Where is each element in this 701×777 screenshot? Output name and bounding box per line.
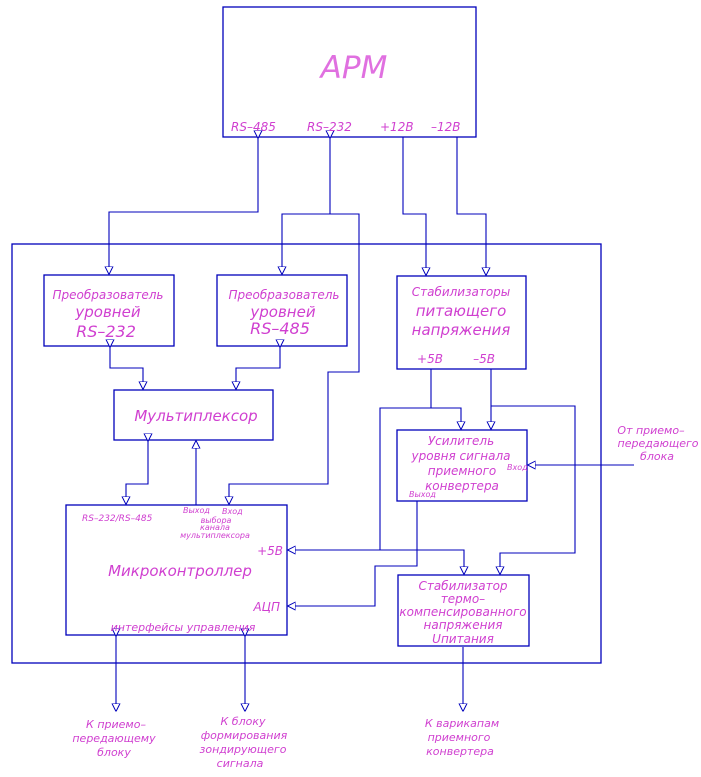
stabilizers-line2: питающего <box>416 302 507 320</box>
to-varicaps-line2: приемного <box>428 731 491 744</box>
from-transceiver-line3: блока <box>640 450 674 463</box>
link-minus12v <box>456 137 486 275</box>
microcontroller-rs-port: RS–232/RS–485 <box>82 514 153 524</box>
microcontroller-select-desc1: выбора <box>201 516 232 525</box>
arm-title: АРМ <box>319 50 388 86</box>
link-multiplexer-microcontroller-data <box>126 441 148 504</box>
from-transceiver-line1: От приемо– <box>617 424 685 437</box>
microcontroller-in-port: Вход <box>222 507 243 516</box>
amplifier-line1: Усилитель <box>428 434 494 448</box>
voltage-stabilizers-block <box>396 275 527 370</box>
from-transceiver-line2: передающего <box>618 437 699 450</box>
thermostab-line1: Стабилизатор <box>418 579 507 593</box>
link-arm-rs232-to-rs485-converter <box>282 138 330 274</box>
thermostab-line4: напряжения <box>424 618 503 632</box>
rs232-converter-line3: RS–232 <box>76 322 136 341</box>
thermo-stabilizer-block <box>397 574 530 647</box>
rs485-converter-line3: RS–485 <box>250 319 310 338</box>
stabilizers-out-minus5v: –5В <box>473 352 495 366</box>
to-varicaps-line3: конвертера <box>426 745 494 758</box>
amplifier-line3: приемного <box>428 464 497 478</box>
thermostab-line5: Uпитания <box>432 632 494 646</box>
stabilizers-line3: напряжения <box>412 321 511 339</box>
thermostab-line3: компенсированного <box>399 605 526 619</box>
arm-port-rs485: RS–485 <box>231 120 276 134</box>
microcontroller-title: Микроконтроллер <box>108 562 252 580</box>
microcontroller-adc-port: АЦП <box>252 600 280 614</box>
link-rs485-converter-multiplexer <box>236 347 280 389</box>
amplifier-line4: конвертера <box>425 479 499 493</box>
link-rs232-converter-multiplexer <box>110 347 143 389</box>
microcontroller-select-desc3: мультиплексора <box>180 531 250 540</box>
link-plus12v <box>402 137 426 275</box>
microcontroller-control-port: интерфейсы управления <box>111 621 256 634</box>
arm-port-rs232: RS–232 <box>307 120 352 134</box>
link-minus5v-to-thermostabilizer <box>491 405 576 574</box>
amplifier-output-label: Выход <box>409 490 436 499</box>
to-sounding-line3: зондирующего <box>200 743 287 756</box>
microcontroller-select-desc2: канала <box>200 523 230 532</box>
rs232-converter-line2: уровней <box>74 303 140 321</box>
arm-block <box>222 6 477 138</box>
microcontroller-block <box>65 504 288 636</box>
link-plus5v-to-microcontroller <box>288 407 431 550</box>
arm-port-minus12v: –12В <box>431 120 461 134</box>
amplifier-input-label: Вход <box>507 463 528 472</box>
to-sounding-line4: сигнала <box>217 757 264 770</box>
connections <box>109 137 634 711</box>
rs232-converter-line1: Преобразователь <box>53 288 164 302</box>
rs232-converter-block <box>43 274 175 347</box>
link-arm-rs232-to-microcontroller <box>229 213 360 504</box>
amplifier-line2: уровня сигнала <box>411 449 511 463</box>
to-sounding-line2: формирования <box>201 729 288 742</box>
thermostab-line2: термо– <box>441 592 485 606</box>
to-transceiver-line1: К приемо– <box>86 718 146 731</box>
multiplexer-title: Мультиплексор <box>134 407 257 425</box>
stabilizers-out-plus5v: +5В <box>417 352 443 366</box>
link-plus5v-to-amplifier <box>430 369 461 429</box>
microcontroller-out-port: Выход <box>183 506 210 515</box>
to-transceiver-line2: передающему <box>72 732 156 745</box>
microcontroller-plus5v-port: +5В <box>257 544 283 558</box>
rs485-converter-block <box>216 274 348 347</box>
to-transceiver-line3: блоку <box>97 746 131 759</box>
stabilizers-line1: Стабилизаторы <box>412 285 511 299</box>
multiplexer-block <box>113 389 274 441</box>
arm-port-plus12v: +12В <box>380 120 414 134</box>
link-arm-rs485-to-rs232-converter <box>109 138 258 274</box>
to-sounding-line1: К блоку <box>220 715 265 728</box>
to-varicaps-line1: К варикапам <box>425 717 499 730</box>
amplifier-block <box>396 429 528 502</box>
rs485-converter-line1: Преобразователь <box>229 288 340 302</box>
rs485-converter-line2: уровней <box>249 303 315 321</box>
link-amplifier-to-adc <box>288 501 418 606</box>
link-plus5v-to-thermostabilizer <box>380 549 464 574</box>
